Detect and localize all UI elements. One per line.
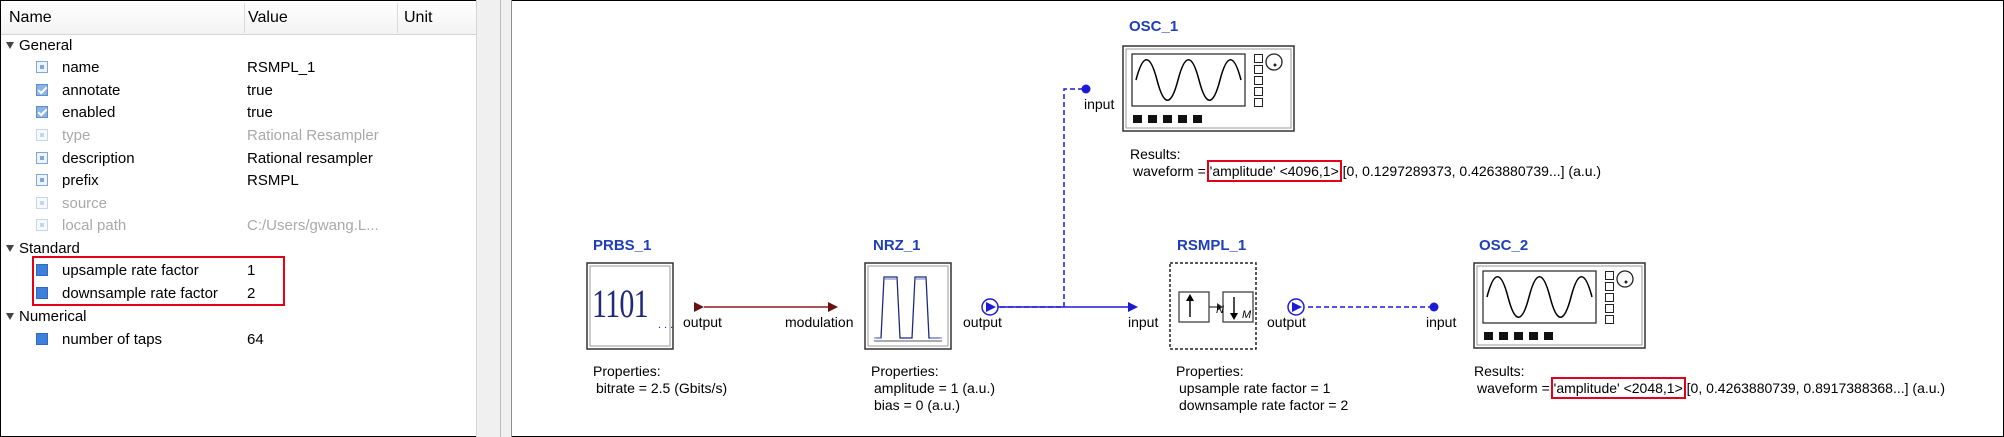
- column-header-value[interactable]: Value: [248, 9, 288, 26]
- rsmpl-output-label: output: [1267, 314, 1306, 330]
- nrz-modulation-label: modulation: [785, 314, 854, 330]
- property-row-type: type Rational Resampler: [1, 124, 476, 146]
- osc-button: [1484, 332, 1493, 340]
- osc1-block[interactable]: [1122, 45, 1295, 132]
- property-row-name[interactable]: name RSMPL_1: [1, 56, 476, 78]
- upsample-n: N: [1216, 304, 1224, 316]
- property-table-header: Name Value Unit: [1, 1, 476, 35]
- osc-side-button: [1254, 76, 1263, 85]
- prbs-glyph-dots: ...: [658, 319, 677, 331]
- property-row-prefix[interactable]: prefix RSMPL: [1, 169, 476, 191]
- parameter-icon: [36, 333, 48, 345]
- prbs-properties: Properties: bitrate = 2.5 (Gbits/s): [593, 363, 728, 396]
- parameter-icon: [36, 174, 48, 186]
- osc-button: [1514, 332, 1523, 340]
- nrz-output-label: output: [963, 314, 1002, 330]
- parameter-icon: [36, 264, 48, 276]
- panel-splitter[interactable]: [476, 0, 512, 437]
- column-header-name[interactable]: Name: [9, 9, 52, 26]
- osc-side-button: [1605, 293, 1614, 302]
- schematic-drawing: [586, 45, 1646, 350]
- rsmpl-title[interactable]: RSMPL_1: [1177, 237, 1247, 254]
- osc-side-button: [1254, 54, 1263, 63]
- property-panel: Name Value Unit General name RSMPL_1 ann…: [1, 1, 476, 436]
- property-row-annotate[interactable]: annotate true: [1, 79, 476, 101]
- nrz-properties: Properties: amplitude = 1 (a.u.) bias = …: [871, 363, 996, 413]
- collapse-arrow-icon[interactable]: [6, 245, 14, 252]
- rsmpl-input-label: input: [1128, 314, 1159, 330]
- prbs-block[interactable]: [586, 262, 674, 350]
- osc-button: [1499, 332, 1508, 340]
- property-row-number-of-taps[interactable]: number of taps 64: [1, 328, 476, 350]
- osc-side-button: [1254, 65, 1263, 74]
- osc2-input-label: input: [1426, 314, 1457, 330]
- osc1-results: Results: waveform = 'amplitude' <4096,1>…: [1130, 146, 1602, 182]
- group-general[interactable]: General: [1, 34, 476, 56]
- property-row-local-path: local path C:/Users/gwang.L...: [1, 214, 476, 236]
- checkbox-icon[interactable]: [36, 84, 48, 96]
- osc-side-button: [1254, 98, 1263, 107]
- schematic-canvas[interactable]: 1101 ... N M PRBS_1 NRZ_1 RSMPL_1 OSC_1 …: [512, 1, 2002, 436]
- property-row-upsample-rate-factor[interactable]: upsample rate factor 1: [1, 259, 476, 281]
- osc1-title[interactable]: OSC_1: [1129, 18, 1179, 35]
- rsmpl-properties: Properties: upsample rate factor = 1 dow…: [1176, 363, 1349, 413]
- collapse-arrow-icon[interactable]: [6, 313, 14, 320]
- parameter-icon: [36, 152, 48, 164]
- osc-button: [1133, 115, 1142, 123]
- osc2-title[interactable]: OSC_2: [1479, 237, 1529, 254]
- property-row-source: source: [1, 192, 476, 214]
- parameter-icon: [36, 61, 48, 73]
- column-header-unit[interactable]: Unit: [404, 9, 433, 26]
- collapse-arrow-icon[interactable]: [6, 42, 14, 49]
- osc-side-button: [1254, 87, 1263, 96]
- osc-button: [1529, 332, 1538, 340]
- checkbox-icon[interactable]: [36, 106, 48, 118]
- osc-side-button: [1605, 271, 1614, 280]
- prbs-glyph: 1101: [592, 281, 649, 326]
- parameter-icon: [36, 129, 48, 141]
- osc-side-button: [1605, 304, 1614, 313]
- link-nrz-osc1[interactable]: [1063, 88, 1084, 307]
- property-row-enabled[interactable]: enabled true: [1, 101, 476, 123]
- osc1-waveform-highlight: 'amplitude' <4096,1>: [1206, 160, 1342, 182]
- property-row-description[interactable]: description Rational resampler: [1, 147, 476, 169]
- property-row-downsample-rate-factor[interactable]: downsample rate factor 2: [1, 282, 476, 304]
- nrz-title[interactable]: NRZ_1: [873, 237, 921, 254]
- nrz-block[interactable]: [864, 262, 952, 350]
- osc-button: [1544, 332, 1553, 340]
- prbs-title[interactable]: PRBS_1: [593, 237, 652, 254]
- osc-button: [1193, 115, 1202, 123]
- osc-side-button: [1605, 315, 1614, 324]
- osc-button: [1163, 115, 1172, 123]
- group-numerical[interactable]: Numerical: [1, 305, 476, 327]
- group-standard[interactable]: Standard: [1, 237, 476, 259]
- osc1-input-label: input: [1084, 96, 1115, 112]
- parameter-icon: [36, 197, 48, 209]
- rsmpl-block[interactable]: [1169, 262, 1257, 350]
- osc-side-button: [1605, 282, 1614, 291]
- parameter-icon: [36, 287, 48, 299]
- osc-button: [1178, 115, 1187, 123]
- highlight-box: [32, 256, 285, 306]
- port-icon: [1429, 302, 1439, 312]
- downsample-m: M: [1242, 309, 1252, 321]
- osc2-block[interactable]: [1473, 262, 1646, 349]
- osc-button: [1148, 115, 1157, 123]
- parameter-icon: [36, 219, 48, 231]
- osc2-waveform-highlight: 'amplitude' <2048,1>: [1550, 377, 1686, 399]
- osc2-results: Results: waveform = 'amplitude' <2048,1>…: [1474, 363, 1946, 399]
- port-icon: [1081, 84, 1091, 94]
- prbs-output-label: output: [683, 314, 722, 330]
